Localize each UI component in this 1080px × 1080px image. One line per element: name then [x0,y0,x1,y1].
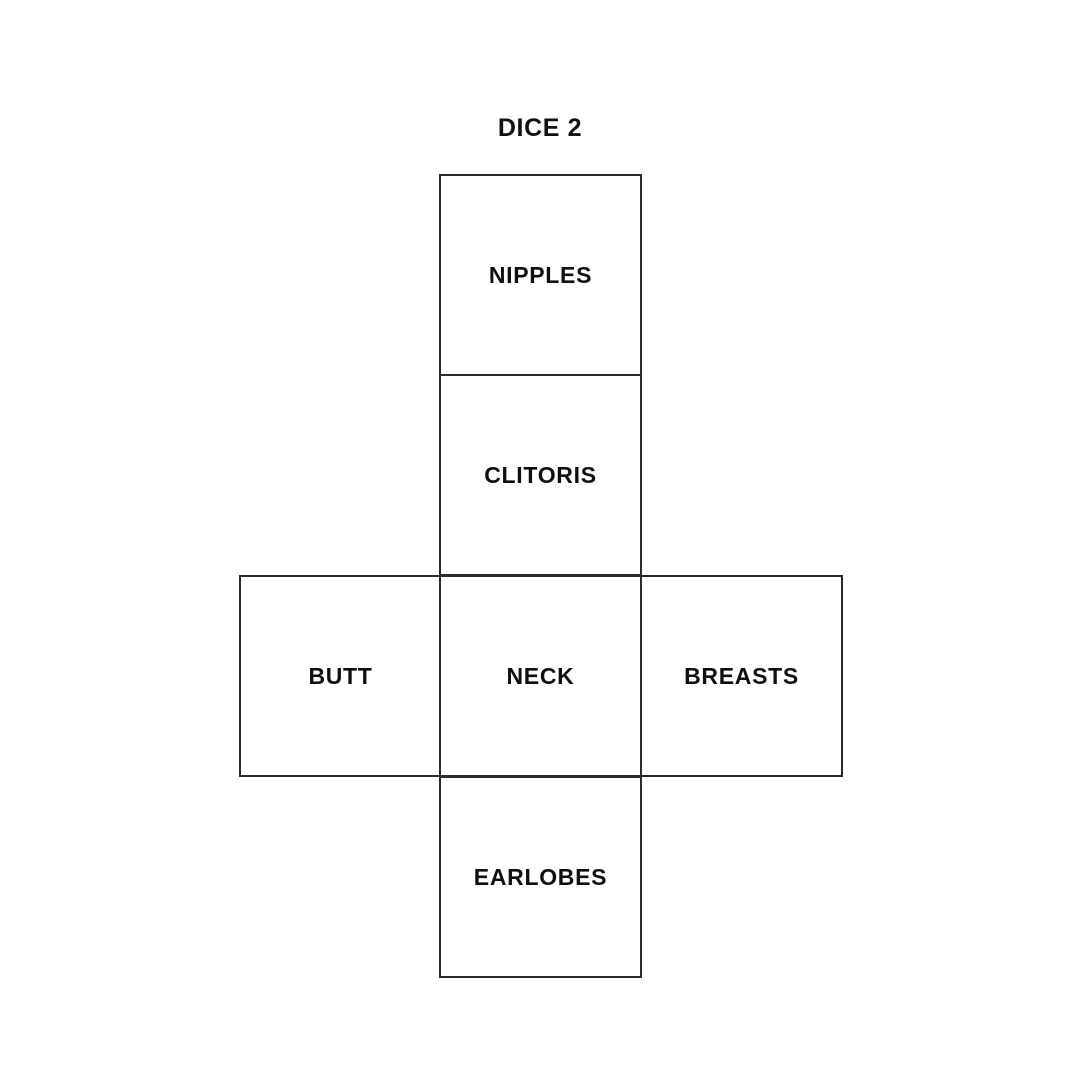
cube-face-nipples[interactable]: NIPPLES [439,174,642,376]
cube-face-neck[interactable]: NECK [439,575,642,777]
page-title: DICE 2 [497,114,583,142]
cube-face-butt[interactable]: BUTT [239,575,442,777]
cube-face-label-butt: BUTT [308,662,373,689]
cube-face-clitoris[interactable]: CLITORIS [439,374,642,576]
cube-face-earlobes[interactable]: EARLOBES [439,776,642,978]
cube-face-label-neck: NECK [506,662,575,689]
cube-net-diagram: NIPPLES CLITORIS BUTT NECK BREASTS EARLO… [239,174,843,978]
cube-face-label-earlobes: EARLOBES [473,863,608,890]
cube-face-label-clitoris: CLITORIS [484,461,597,488]
cube-face-label-breasts: BREASTS [684,662,799,689]
cube-face-breasts[interactable]: BREASTS [640,575,843,777]
cube-face-label-nipples: NIPPLES [488,261,593,288]
